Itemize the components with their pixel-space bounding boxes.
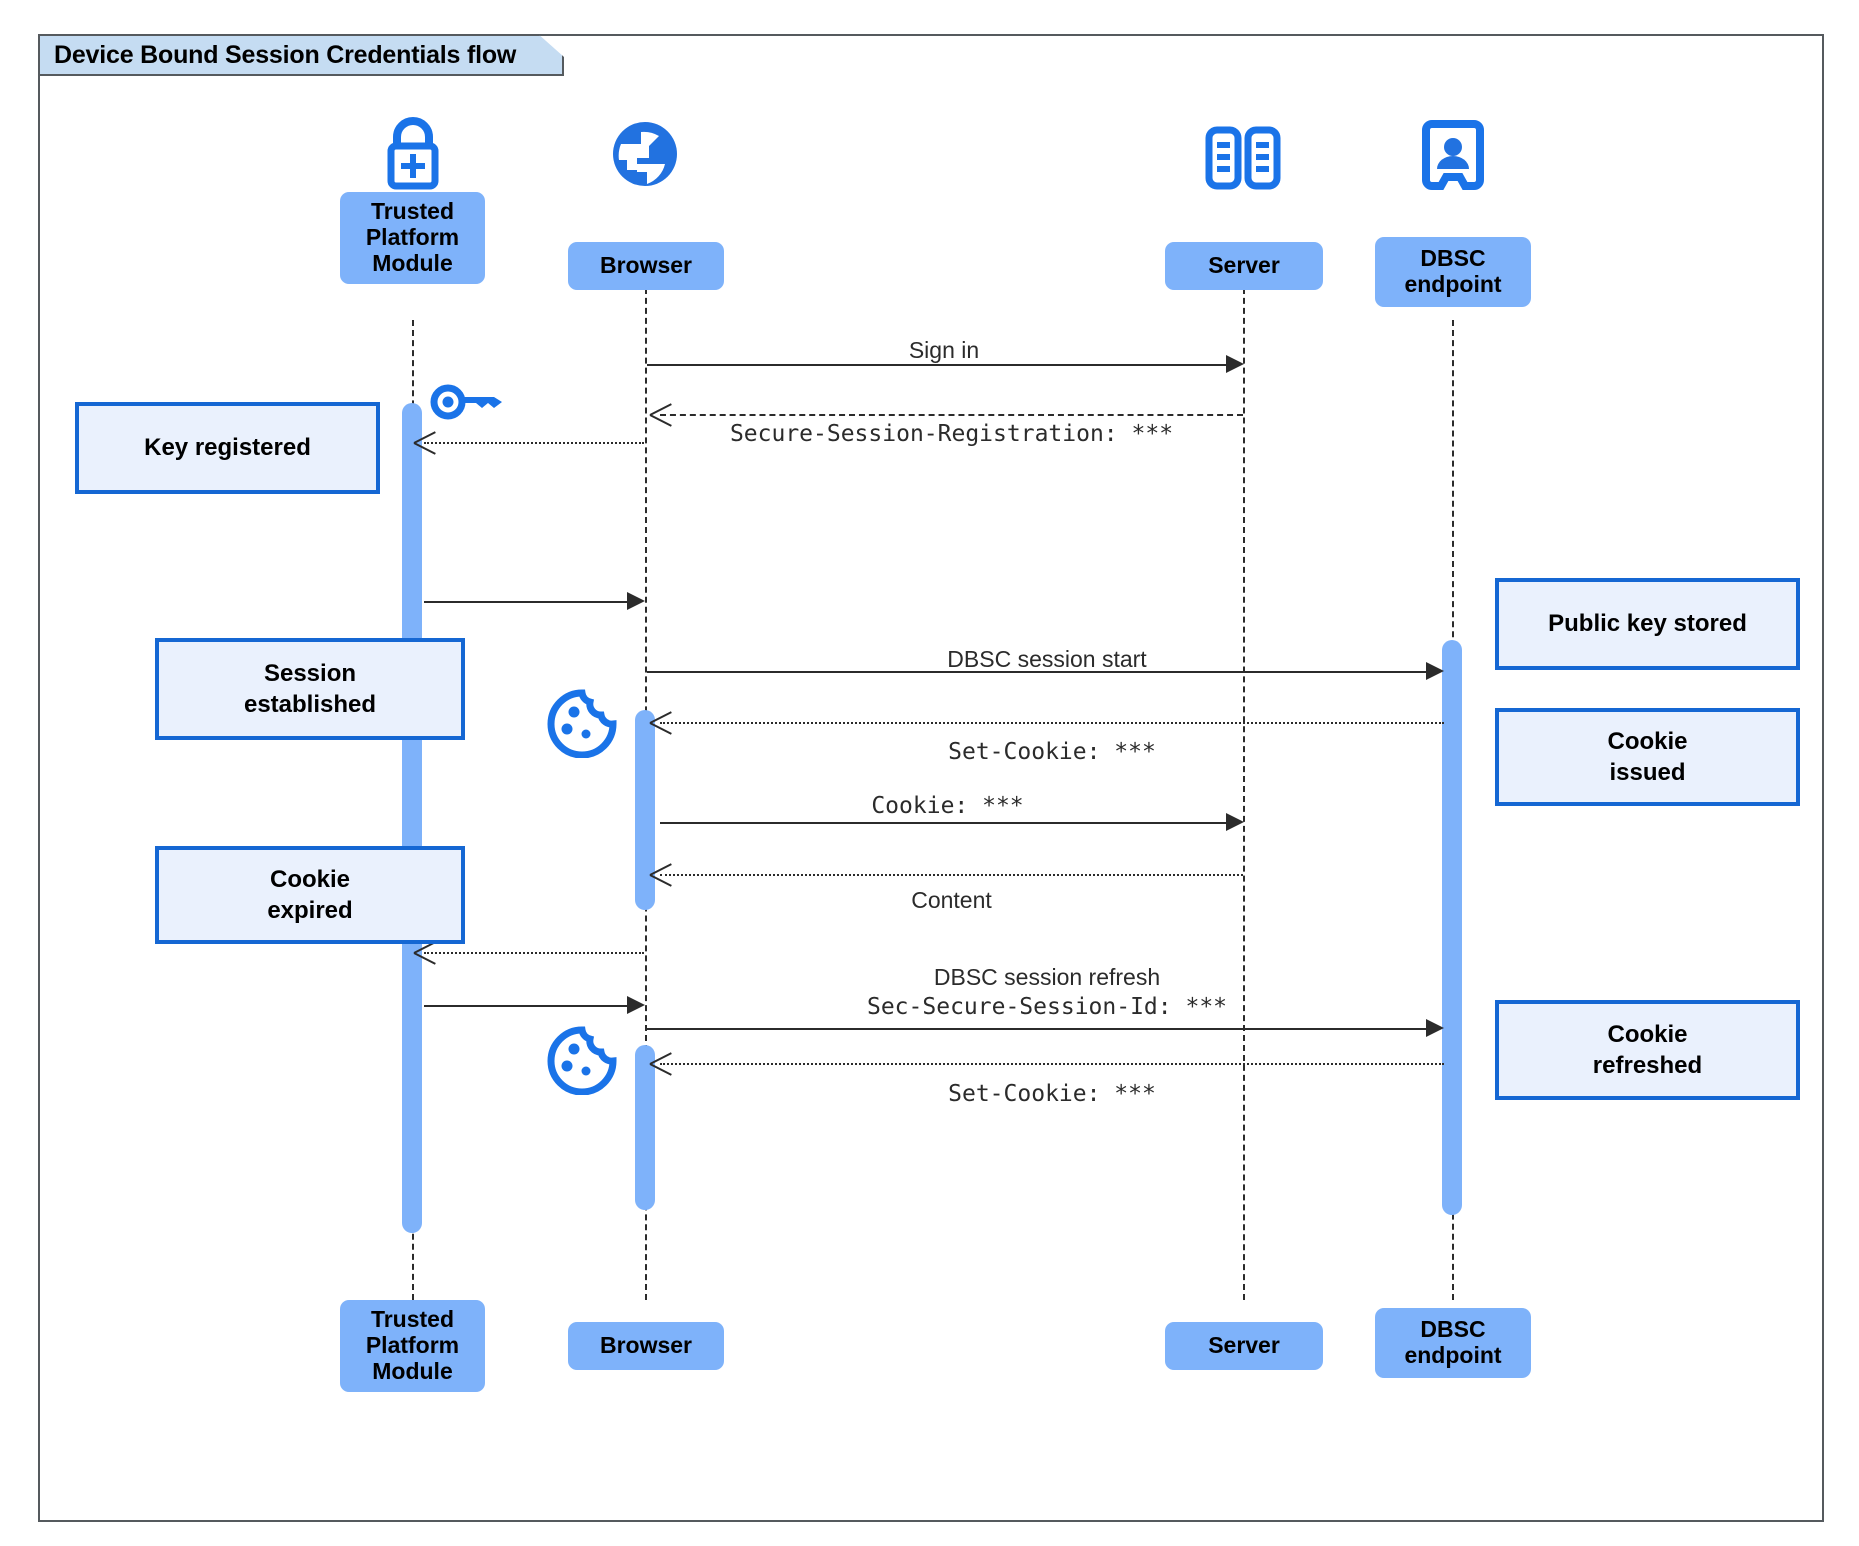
message-label-dbsc-session-start: DBSC session start — [947, 646, 1147, 672]
arrowhead-left — [414, 431, 436, 453]
participant-label-line2: Platform — [365, 1332, 460, 1359]
message-label-set-cookie-2: Set-Cookie: *** — [948, 1081, 1156, 1107]
arrowhead-right — [1226, 813, 1244, 831]
activation-bar-browser-2 — [635, 1045, 655, 1210]
note-key-registered: Key registered — [75, 402, 380, 494]
message-line-cookie — [660, 822, 1235, 824]
message-line-content — [660, 874, 1243, 876]
key-icon — [430, 380, 510, 429]
activation-bar-browser-1 — [635, 710, 655, 910]
note-text-line2: established — [243, 691, 377, 718]
participant-tpm-top[interactable]: Trusted Platform Module — [340, 192, 485, 284]
note-text: Key registered — [144, 434, 311, 462]
participant-browser-bottom[interactable]: Browser — [568, 1322, 724, 1370]
note-text-line2: expired — [267, 897, 353, 924]
message-label-set-cookie-1: Set-Cookie: *** — [948, 739, 1156, 765]
message-line-set-cookie-1 — [660, 722, 1444, 724]
note-text-line1: Cookie — [1607, 1020, 1688, 1048]
message-line-set-cookie-2 — [660, 1063, 1444, 1065]
participant-label-line1: Trusted — [370, 1306, 455, 1333]
note-text: Public key stored — [1548, 610, 1747, 638]
participant-server-bottom[interactable]: Server — [1165, 1322, 1323, 1370]
globe-icon — [600, 118, 690, 190]
message-line-dbsc-session-start — [647, 671, 1437, 673]
message-label-dbsc-session-refresh: DBSC session refresh — [933, 964, 1161, 990]
message-line-proof-returned — [424, 1005, 636, 1007]
participant-label-line1: DBSC — [1420, 1316, 1486, 1343]
diagram-title: Device Bound Session Credentials flow — [38, 34, 564, 76]
participant-label-line2: Platform — [365, 224, 460, 251]
participant-label-line2: endpoint — [1404, 271, 1502, 297]
cookie-icon — [546, 688, 618, 763]
message-line-dbsc-session-refresh — [647, 1028, 1437, 1030]
message-line-cookie-expired-notify — [424, 952, 644, 954]
message-line-secure-session-registration — [660, 414, 1243, 416]
participant-dbsc-top[interactable]: DBSC endpoint — [1375, 237, 1531, 307]
note-session-established: Session established — [155, 638, 465, 740]
id-badge-icon — [1408, 118, 1498, 190]
arrowhead-left — [650, 711, 672, 733]
arrowhead-left — [650, 863, 672, 885]
participant-label-line2: endpoint — [1404, 1342, 1502, 1368]
participant-label-line1: DBSC — [1420, 245, 1486, 272]
arrowhead-left — [414, 941, 436, 963]
message-label-secure-session-registration: Secure-Session-Registration: *** — [729, 421, 1174, 447]
arrowhead-right — [1426, 662, 1444, 680]
participant-label: Browser — [599, 252, 693, 279]
participant-label: Server — [1208, 252, 1280, 279]
server-rack-icon — [1198, 118, 1288, 190]
activation-bar-tpm — [402, 403, 422, 1233]
message-label-sign-in: Sign in — [908, 337, 980, 363]
note-cookie-issued: Cookie issued — [1495, 708, 1800, 806]
note-cookie-refreshed: Cookie refreshed — [1495, 1000, 1800, 1100]
participant-server-top[interactable]: Server — [1165, 242, 1323, 290]
participant-tpm-bottom[interactable]: Trusted Platform Module — [340, 1300, 485, 1392]
arrowhead-left — [650, 1052, 672, 1074]
participant-label-line1: Trusted — [370, 198, 455, 225]
participant-label-line3: Module — [372, 1357, 453, 1384]
message-line-register-key — [424, 442, 644, 444]
note-text-line1: Session — [263, 659, 357, 687]
message-line-key-returned — [424, 601, 636, 603]
note-cookie-expired: Cookie expired — [155, 846, 465, 944]
message-line-sign-in — [647, 364, 1235, 366]
participant-dbsc-bottom[interactable]: DBSC endpoint — [1375, 1308, 1531, 1378]
lifeline-server — [1243, 278, 1245, 1300]
arrowhead-right — [1426, 1019, 1444, 1037]
activation-bar-dbsc — [1442, 640, 1462, 1215]
arrowhead-right — [627, 592, 645, 610]
note-text-line1: Cookie — [1607, 727, 1688, 755]
note-public-key-stored: Public key stored — [1495, 578, 1800, 670]
participant-browser-top[interactable]: Browser — [568, 242, 724, 290]
message-label-content: Content — [911, 887, 992, 913]
arrowhead-right — [627, 996, 645, 1014]
note-text-line1: Cookie — [269, 865, 350, 893]
message-label-sec-secure-session-id: Sec-Secure-Session-Id: *** — [866, 994, 1228, 1020]
message-label-cookie: Cookie: *** — [871, 793, 1024, 819]
participant-label-line3: Module — [372, 249, 453, 276]
diagram-frame — [38, 34, 1824, 1522]
participant-label: Server — [1208, 1332, 1280, 1359]
arrowhead-right — [1226, 355, 1244, 373]
participant-label: Browser — [599, 1332, 693, 1359]
cookie-icon — [546, 1025, 618, 1100]
note-text-line2: refreshed — [1592, 1052, 1703, 1079]
note-text-line2: issued — [1609, 759, 1686, 786]
lock-plus-icon — [368, 117, 458, 190]
